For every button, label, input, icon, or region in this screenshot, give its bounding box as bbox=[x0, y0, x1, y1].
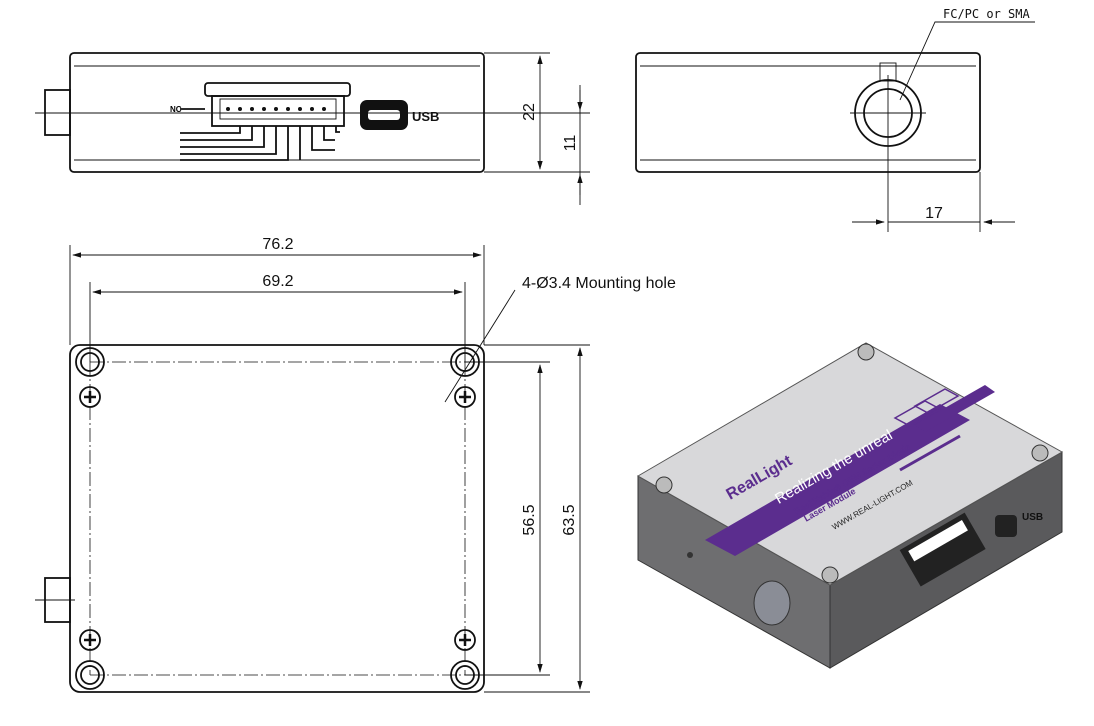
mounting-holes bbox=[75, 347, 480, 690]
side-view-fiber: FC/PC or SMA 17 bbox=[635, 7, 1035, 232]
dim-depth-holes: 56.5 bbox=[521, 504, 538, 535]
io-connector: NC bbox=[170, 82, 351, 161]
dim-height: 22 bbox=[521, 103, 538, 121]
mounting-hole bbox=[75, 347, 105, 377]
product-render: RealLight Realizing the unreal RealStabl… bbox=[636, 342, 1064, 669]
fiber-connector-label: FC/PC or SMA bbox=[943, 7, 1030, 21]
dim-width-outer: 76.2 bbox=[262, 236, 293, 253]
usb-label: USB bbox=[412, 109, 439, 124]
screws bbox=[79, 386, 476, 651]
render-usb-label: USB bbox=[1022, 512, 1043, 523]
top-view: 76.2 69.2 4-Ø3.4 Mounting hole 56.5 bbox=[35, 236, 676, 693]
mounting-hole-label: 4-Ø3.4 Mounting hole bbox=[522, 275, 676, 292]
dim-center: 11 bbox=[562, 135, 579, 152]
usb-port: USB bbox=[360, 100, 439, 130]
side-view-connector: NC USB 22 11 bbox=[35, 52, 590, 205]
dim-depth-outer: 63.5 bbox=[561, 504, 578, 535]
brand-band bbox=[705, 404, 970, 556]
dim-width-holes: 69.2 bbox=[262, 273, 293, 290]
dim-fiber-offset: 17 bbox=[925, 205, 943, 222]
mounting-hole bbox=[75, 660, 105, 690]
nc-label: NC bbox=[170, 105, 182, 114]
